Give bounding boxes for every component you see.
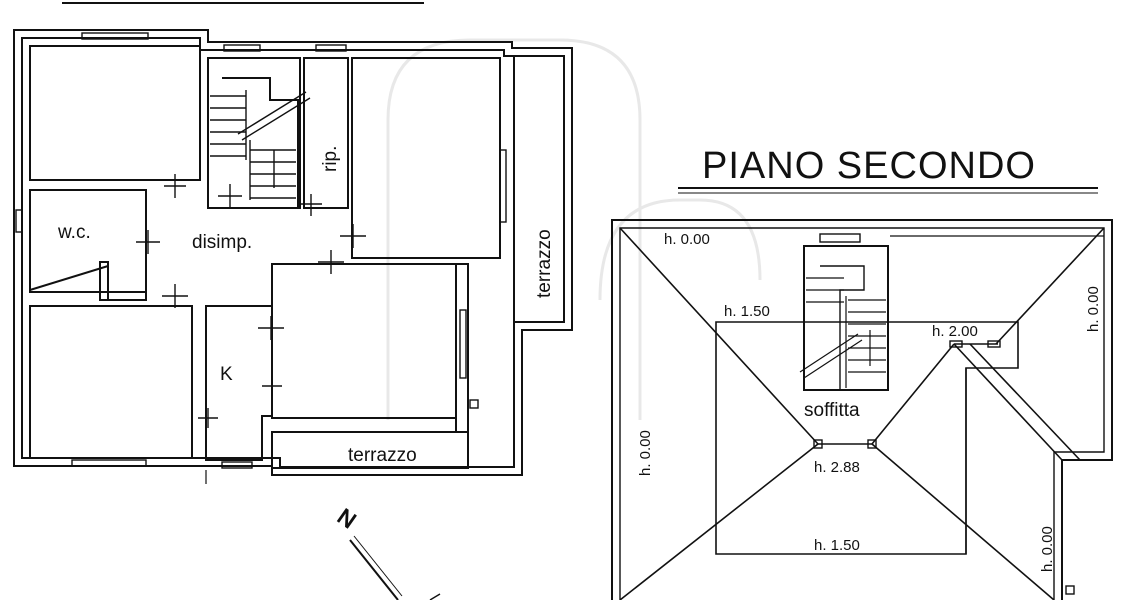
roof-outline	[611, 219, 1113, 600]
balcony-side	[513, 55, 565, 323]
label-terrazzo-bottom: terrazzo	[348, 445, 417, 466]
attic-stair-steps	[799, 277, 886, 388]
attic-stair	[803, 245, 889, 391]
height-label-upper-right: h. 2.00	[932, 323, 978, 340]
ridge-1-50	[715, 321, 1019, 555]
height-label-center: h. 2.88	[814, 459, 860, 476]
height-label-upper-left: h. 1.50	[724, 303, 770, 320]
room-storage	[303, 57, 349, 209]
label-terrazzo-side: terrazzo	[534, 229, 555, 298]
outer-wall	[13, 29, 573, 476]
label-wc: w.c.	[57, 222, 91, 243]
label-soffitta: soffitta	[804, 400, 860, 421]
hip-lines	[619, 227, 1105, 600]
north-arrow-icon: N	[333, 503, 441, 600]
room-living	[351, 57, 501, 259]
room-bedroom-2	[29, 305, 193, 459]
room-bedroom-3	[271, 263, 457, 419]
height-label-right-top: h. 0.00	[1085, 286, 1102, 332]
height-label-bottom: h. 1.50	[814, 537, 860, 554]
room-kitchen	[205, 305, 273, 461]
outer-wall-inner	[21, 37, 565, 468]
stair-block	[207, 57, 301, 209]
height-label-left: h. 0.00	[637, 430, 654, 476]
attic-roof-plan	[611, 219, 1113, 600]
windows	[15, 32, 507, 469]
first-floor-plan	[13, 29, 573, 484]
room-wc	[29, 189, 147, 301]
attic-windows	[813, 233, 1075, 595]
north-label: N	[333, 504, 360, 534]
label-kitchen: K	[220, 364, 233, 385]
balcony-bottom	[271, 431, 469, 469]
label-disimp: disimp.	[192, 232, 252, 253]
door-marks	[136, 174, 366, 428]
plan-title: PIANO SECONDO	[702, 145, 1036, 187]
room-bedroom-1	[29, 45, 201, 181]
height-label-right-bottom: h. 0.00	[1039, 526, 1056, 572]
height-label-top-left: h. 0.00	[664, 231, 710, 248]
stair-steps	[210, 90, 311, 200]
watermark	[386, 38, 762, 420]
label-rip: rip.	[320, 146, 341, 172]
